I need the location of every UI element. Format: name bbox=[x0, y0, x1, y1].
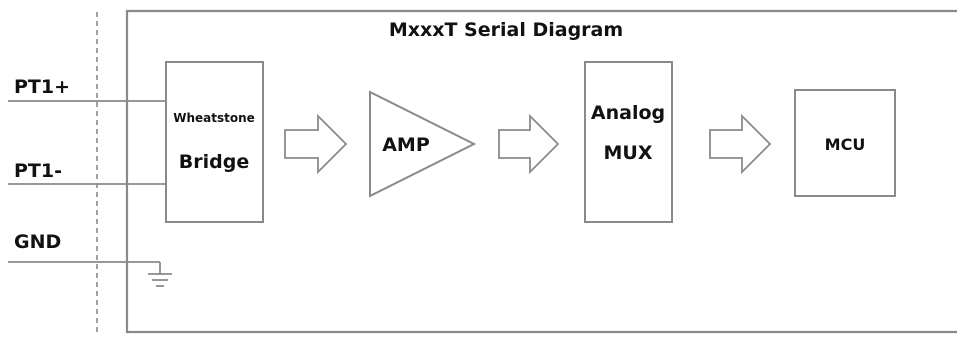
amp-label: AMP bbox=[382, 134, 430, 156]
arrow-right-icon bbox=[498, 113, 560, 175]
arrow-right-icon bbox=[284, 113, 348, 175]
arrow-right-icon bbox=[709, 113, 772, 175]
bridge-label-line2: Bridge bbox=[179, 151, 249, 173]
device-enclosure bbox=[125, 9, 957, 334]
mux-label-line1: Analog bbox=[591, 102, 665, 124]
mux-label-line2: MUX bbox=[604, 142, 653, 164]
pt1-plus-label: PT1+ bbox=[14, 76, 70, 98]
diagram-title: MxxxT Serial Diagram bbox=[389, 19, 623, 41]
bridge-label-line1: Wheatstone bbox=[173, 111, 255, 125]
amplifier-block bbox=[369, 90, 477, 198]
wheatstone-bridge-block bbox=[165, 61, 264, 223]
ground-icon bbox=[148, 262, 172, 287]
analog-mux-block bbox=[584, 61, 673, 223]
mcu-label: MCU bbox=[825, 135, 866, 154]
mcu-block bbox=[794, 89, 896, 197]
pt1-minus-label: PT1- bbox=[14, 160, 62, 182]
gnd-label: GND bbox=[14, 231, 61, 253]
